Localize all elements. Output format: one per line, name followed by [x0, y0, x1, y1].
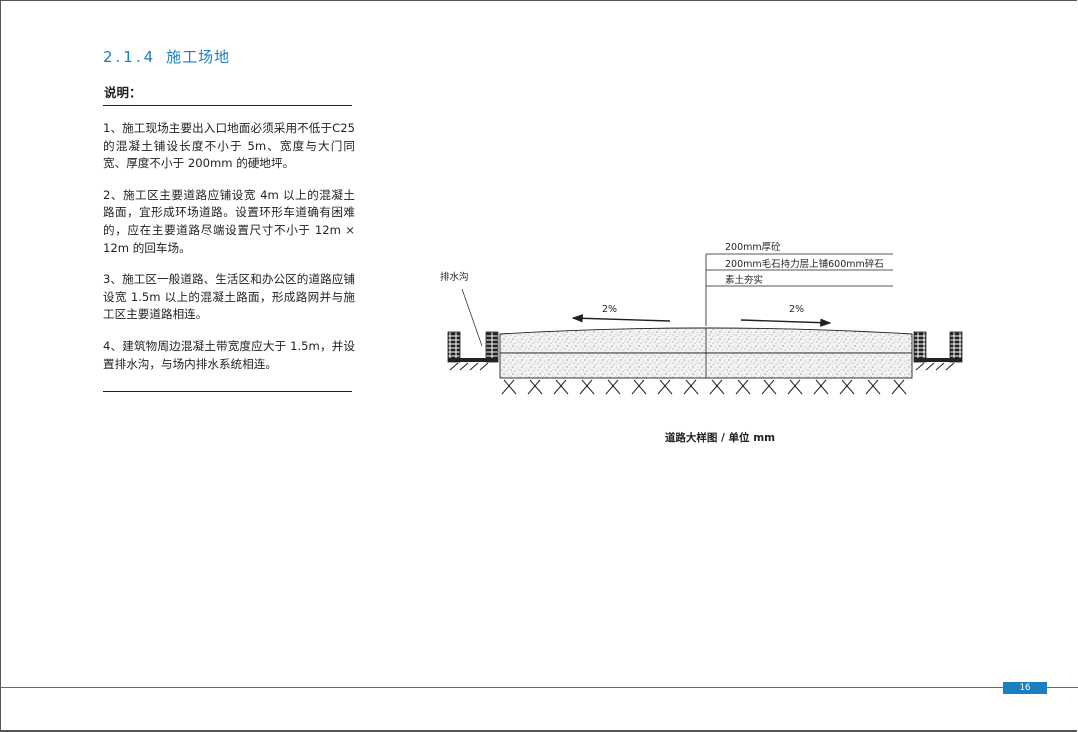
drain-bottom [448, 358, 498, 362]
drain-bottom [914, 358, 962, 362]
notes-top-rule [103, 105, 352, 106]
note-item: 2、施工区主要道路应铺设宽 4m 以上的混凝土路面，宜形成环场道路。设置环形车道… [103, 187, 355, 255]
section-number: 2.1.4 [103, 48, 157, 67]
page-number: 16 [1003, 682, 1047, 694]
drain-wall [913, 331, 927, 363]
note-item: 1、施工现场主要出入口地面必须采用不低于C25 的混凝土铺设长度不小于 5m、宽… [103, 121, 355, 171]
drain-wall [949, 331, 963, 363]
figure-caption: 道路大样图 / 单位 mm [664, 432, 776, 444]
notes-heading: 说明： [104, 85, 142, 100]
notes-list: 1、施工现场主要出入口地面必须采用不低于C25 的混凝土铺设长度不小于 5m、宽… [103, 120, 355, 387]
road-section-diagram: 200mm厚砼 200mm毛石持力层上铺600mm碎石 素土夯实 排水沟 2% … [440, 241, 963, 395]
compacted-soil [449, 362, 955, 395]
layer-label: 200mm厚砼 [725, 241, 781, 253]
drain-wall [485, 331, 499, 363]
footer-rule [0, 687, 1078, 688]
slope-label-left: 2% [602, 304, 617, 315]
note-item: 3、施工区一般道路、生活区和办公区的道路应铺设宽 1.5m 以上的混凝土路面，形… [103, 272, 355, 322]
section-title: 2.1.4 施工场地 [103, 46, 230, 67]
note-item: 4、建筑物周边混凝土带宽度应大于 1.5m，并设置排水沟，与场内排水系统相连。 [103, 338, 355, 371]
drain-wall [447, 331, 461, 363]
slope-arrow-right [740, 318, 832, 327]
slope-label-right: 2% [789, 304, 804, 315]
drain-label: 排水沟 [440, 271, 469, 283]
layer-label: 200mm毛石持力层上铺600mm碎石 [725, 258, 884, 270]
notes-bottom-rule [103, 391, 352, 392]
slope-arrow-left [571, 314, 671, 323]
section-title-text: 施工场地 [166, 48, 231, 67]
layer-label: 素土夯实 [725, 274, 763, 286]
drain-leader [461, 288, 483, 347]
